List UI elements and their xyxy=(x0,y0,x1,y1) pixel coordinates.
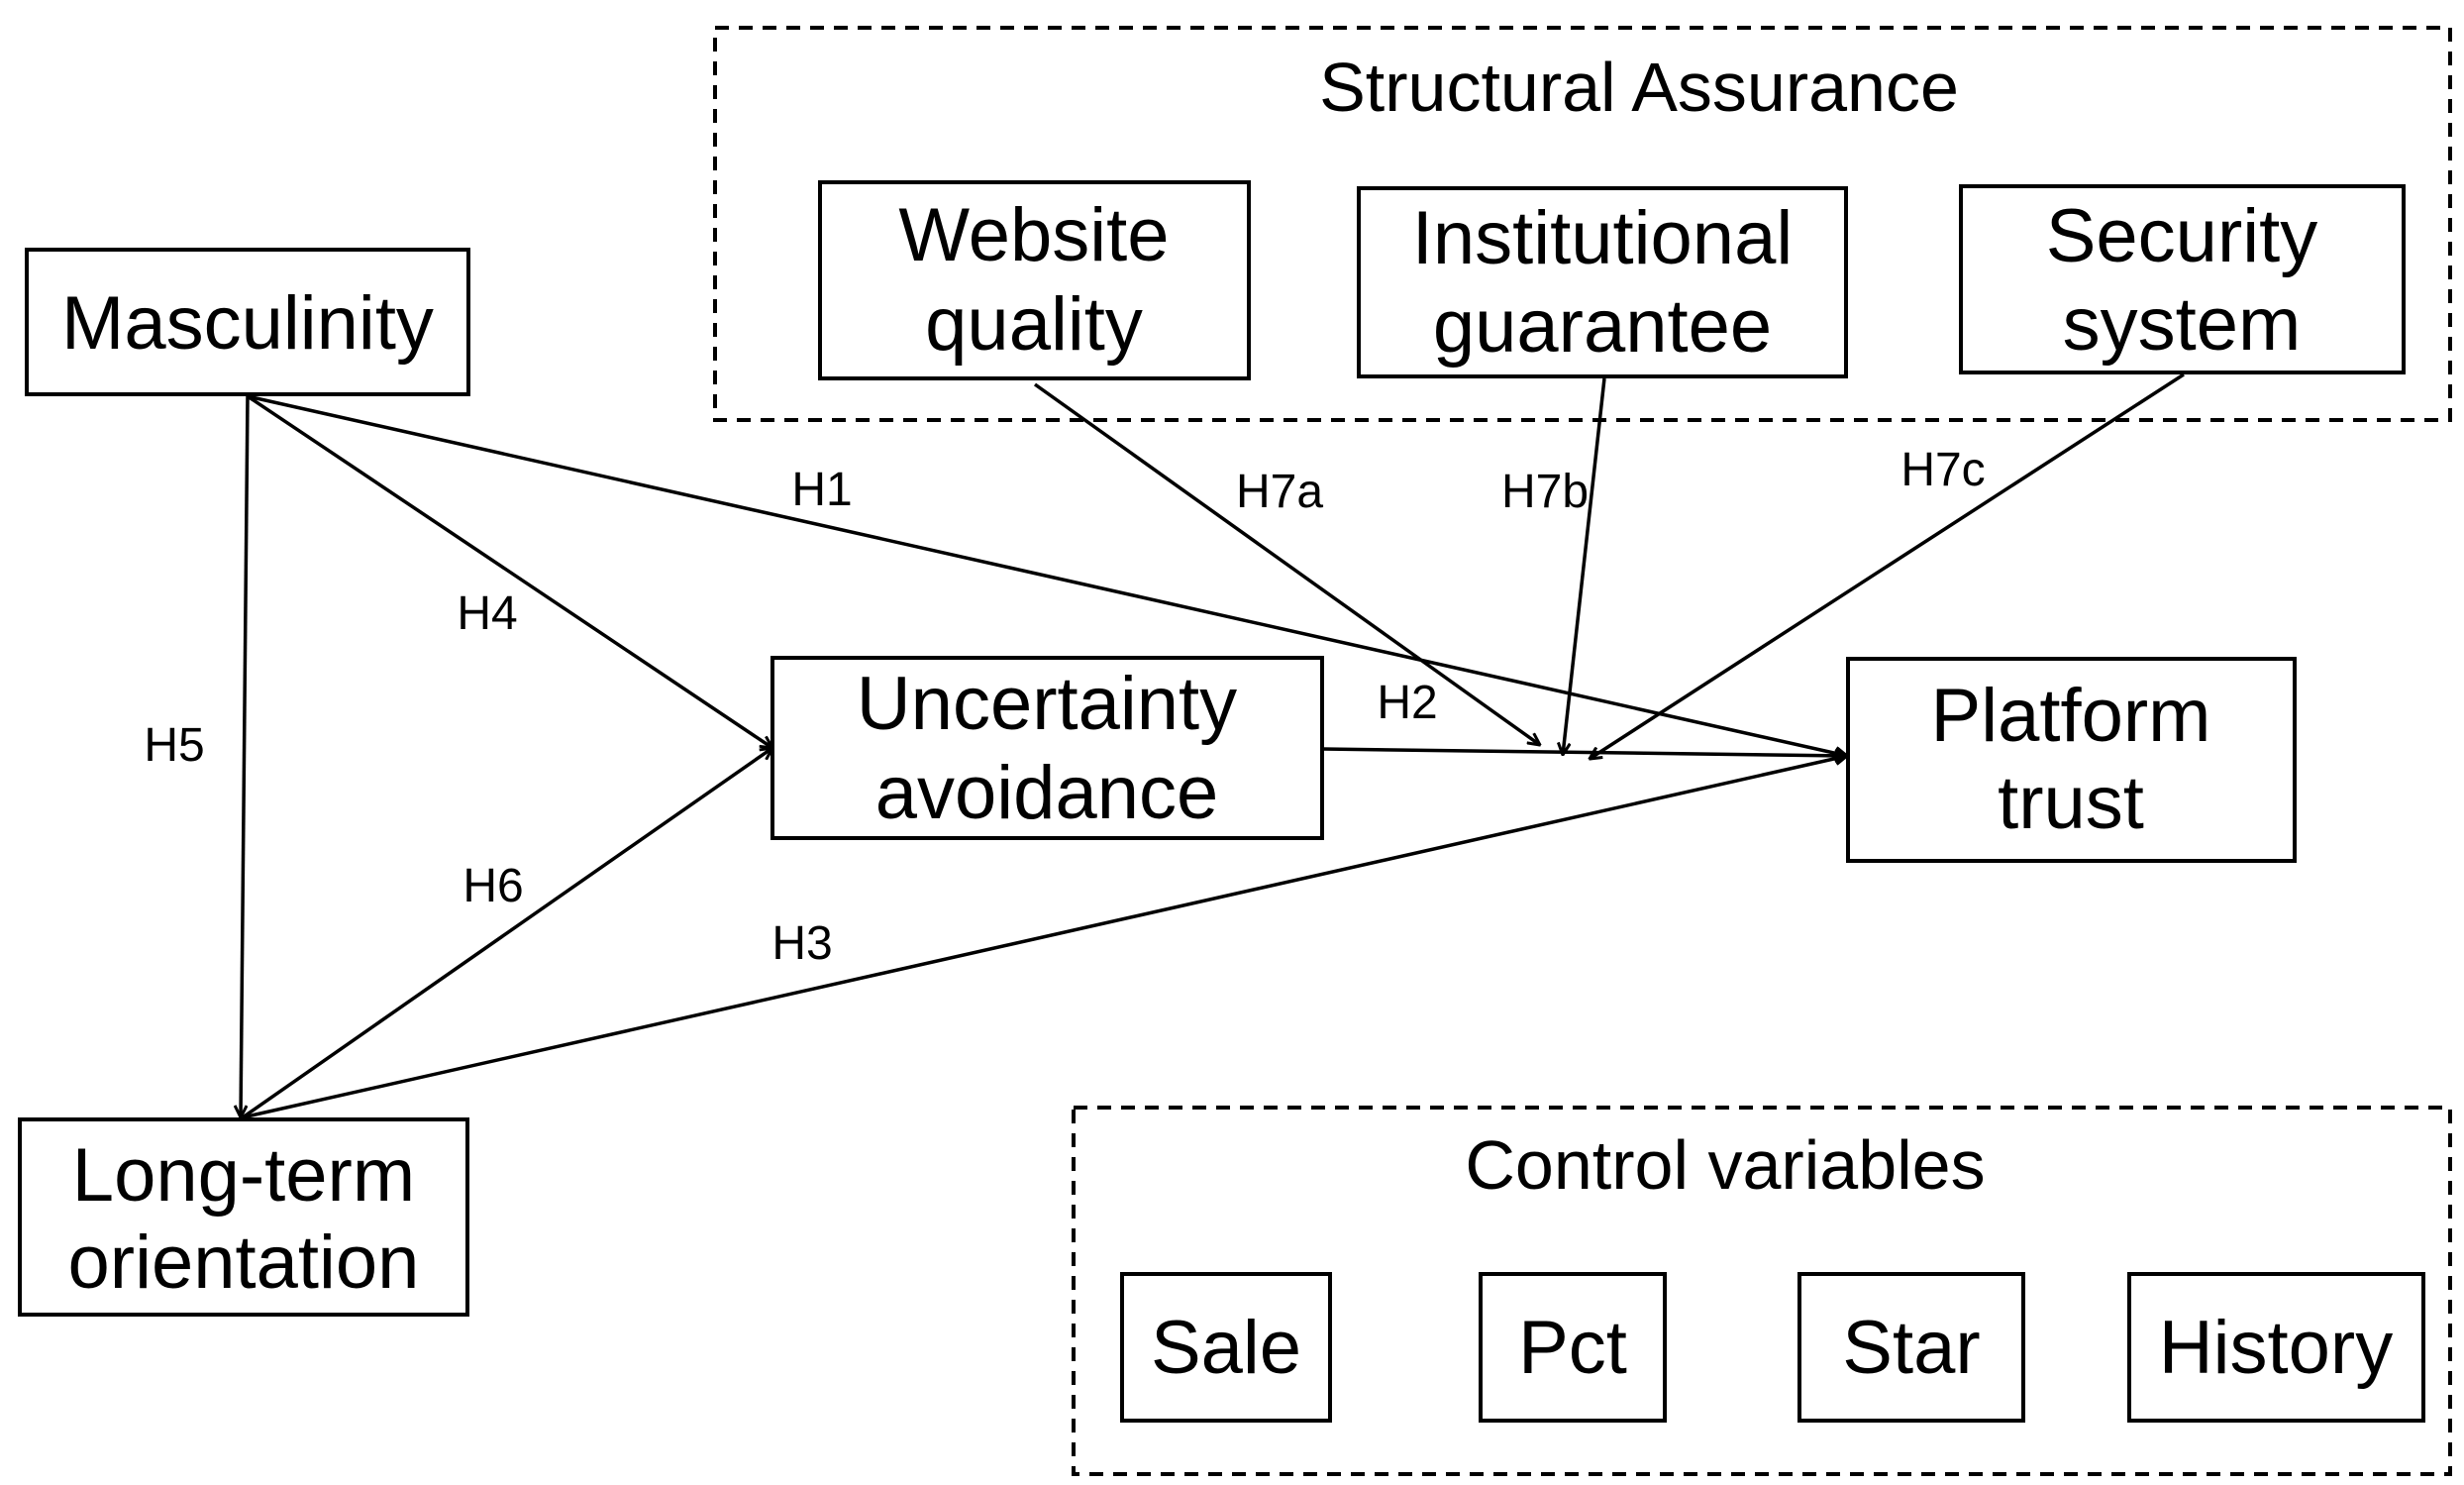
edge-h2 xyxy=(1321,747,1847,756)
edge-h4 xyxy=(247,394,772,748)
node-sale: Sale xyxy=(1120,1272,1332,1423)
label-h5: H5 xyxy=(144,719,204,772)
edge-h3 xyxy=(242,756,1847,1119)
edge-h1 xyxy=(247,394,1847,756)
label-h2: H2 xyxy=(1377,677,1437,729)
node-institutional-guarantee: Institutional guarantee xyxy=(1357,186,1848,378)
label-h7c: H7c xyxy=(1900,444,1985,496)
node-website-quality-line1: Website xyxy=(898,193,1169,277)
node-uncertainty-avoidance: Uncertainty avoidance xyxy=(770,656,1324,840)
node-long-term-orientation-line1: Long-term xyxy=(72,1133,415,1218)
edge-h6 xyxy=(241,748,772,1119)
control-variables-group xyxy=(1072,1106,2452,1476)
label-h1: H1 xyxy=(791,464,852,516)
node-uncertainty-avoidance-line2: avoidance xyxy=(875,751,1219,835)
node-institutional-guarantee-line2: guarantee xyxy=(1433,284,1772,369)
node-security-system: Security system xyxy=(1959,184,2406,374)
node-institutional-guarantee-line1: Institutional xyxy=(1412,196,1793,280)
edge-h7b xyxy=(1563,377,1606,755)
edge-h7a xyxy=(1033,382,1540,745)
edge-h5 xyxy=(241,395,250,1117)
label-h7b: H7b xyxy=(1501,466,1589,518)
node-long-term-orientation: Long-term orientation xyxy=(18,1117,469,1317)
label-h6: H6 xyxy=(462,860,523,912)
label-h4: H4 xyxy=(457,587,517,640)
node-security-system-line2: system xyxy=(2063,282,2302,367)
node-star-label: Star xyxy=(1842,1306,1980,1390)
edge-h7c xyxy=(1590,372,2185,759)
structural-assurance-group xyxy=(713,26,2452,422)
node-history-label: History xyxy=(2159,1306,2393,1390)
node-platform-trust-line2: trust xyxy=(1998,761,2144,845)
node-pct: Pct xyxy=(1479,1272,1667,1423)
node-masculinity-label: Masculinity xyxy=(61,281,434,366)
node-security-system-line1: Security xyxy=(2046,194,2318,278)
node-platform-trust: Platform trust xyxy=(1846,657,2297,863)
label-h3: H3 xyxy=(771,917,832,970)
node-platform-trust-line1: Platform xyxy=(1931,674,2211,758)
node-website-quality: Website quality xyxy=(818,180,1251,380)
label-h7a: H7a xyxy=(1236,466,1323,518)
node-website-quality-line2: quality xyxy=(925,282,1143,367)
node-long-term-orientation-line2: orientation xyxy=(68,1220,420,1305)
control-variables-title: Control variables xyxy=(1465,1126,1985,1204)
node-pct-label: Pct xyxy=(1518,1306,1627,1390)
node-uncertainty-avoidance-line1: Uncertainty xyxy=(857,662,1237,746)
node-history: History xyxy=(2127,1272,2425,1423)
node-star: Star xyxy=(1797,1272,2025,1423)
node-sale-label: Sale xyxy=(1151,1306,1301,1390)
structural-assurance-title: Structural Assurance xyxy=(1319,49,1959,126)
node-masculinity: Masculinity xyxy=(25,248,470,396)
